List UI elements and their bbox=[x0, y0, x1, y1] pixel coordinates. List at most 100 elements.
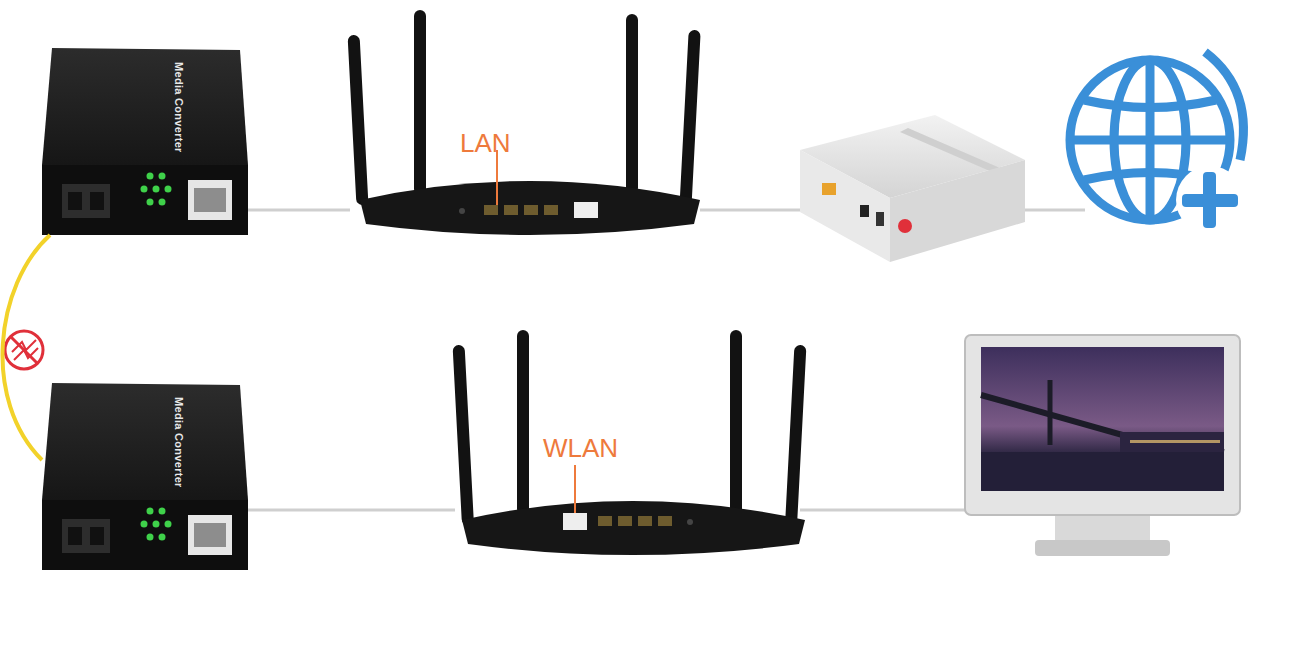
status-led bbox=[147, 199, 154, 206]
router-body bbox=[360, 181, 700, 235]
onu-front bbox=[800, 150, 890, 262]
rj45-socket bbox=[194, 188, 226, 212]
status-led bbox=[147, 534, 154, 541]
fiber-port bbox=[898, 219, 912, 233]
warning-circle bbox=[5, 331, 43, 369]
rj45-port bbox=[188, 180, 232, 220]
lan-port bbox=[544, 205, 558, 215]
lan-port bbox=[484, 205, 498, 215]
media-converter-box: Media Converter bbox=[42, 50, 248, 235]
media-converter bbox=[42, 383, 248, 570]
device-label: Media Converter bbox=[173, 397, 185, 488]
status-led bbox=[159, 173, 166, 180]
interference-symbol bbox=[5, 331, 43, 369]
rj45-port bbox=[188, 515, 232, 555]
status-led bbox=[165, 521, 172, 528]
status-led bbox=[153, 186, 160, 193]
lan-port bbox=[504, 205, 518, 215]
power-socket bbox=[459, 208, 465, 214]
status-led bbox=[153, 521, 160, 528]
port-label: WLAN bbox=[543, 435, 618, 461]
network-cable bbox=[800, 509, 968, 512]
status-led bbox=[141, 186, 148, 193]
antenna bbox=[785, 345, 806, 525]
antenna bbox=[730, 330, 742, 515]
city-lights bbox=[1130, 440, 1220, 443]
globe-swoosh bbox=[1205, 52, 1243, 160]
plus-sign bbox=[1203, 172, 1216, 228]
globe-parallel bbox=[1084, 100, 1216, 108]
status-led bbox=[165, 186, 172, 193]
router-box: LAN bbox=[350, 10, 705, 235]
monitor-frame bbox=[965, 335, 1240, 515]
network-cable bbox=[248, 509, 455, 512]
status-led bbox=[159, 508, 166, 515]
internet-globe bbox=[1070, 52, 1243, 220]
sfp-hole bbox=[90, 527, 104, 545]
onu-port bbox=[876, 212, 884, 226]
leader-line bbox=[496, 150, 498, 205]
antenna bbox=[414, 10, 426, 195]
router-box: WLAN bbox=[455, 330, 805, 555]
lan-port bbox=[598, 516, 612, 526]
lan-port bbox=[638, 516, 652, 526]
status-led bbox=[141, 521, 148, 528]
antenna bbox=[626, 14, 638, 194]
leader-line bbox=[574, 465, 576, 513]
signal-bolt bbox=[14, 348, 38, 360]
desktop-monitor bbox=[965, 335, 1240, 556]
sfp-port bbox=[62, 184, 110, 218]
monitor-base bbox=[1035, 540, 1170, 556]
lan-port bbox=[524, 205, 538, 215]
sfp-hole bbox=[68, 527, 82, 545]
wan-port bbox=[563, 513, 587, 530]
converter-top bbox=[42, 48, 248, 165]
status-led bbox=[159, 199, 166, 206]
onu-modem bbox=[800, 115, 1025, 262]
router-body bbox=[462, 501, 805, 555]
sfp-hole bbox=[90, 192, 104, 210]
bridge-tower bbox=[1048, 380, 1053, 445]
monitor-screen bbox=[981, 347, 1224, 491]
antenna bbox=[348, 35, 369, 205]
network-cable bbox=[700, 209, 805, 212]
status-led bbox=[159, 534, 166, 541]
plus-badge bbox=[1176, 166, 1244, 234]
onu-vent bbox=[900, 128, 1000, 172]
lan-port bbox=[618, 516, 632, 526]
status-led bbox=[147, 173, 154, 180]
port-label: LAN bbox=[460, 130, 511, 156]
onu-port bbox=[822, 183, 836, 195]
antenna bbox=[453, 345, 474, 525]
network-cable bbox=[1020, 209, 1085, 212]
device-label: Media Converter bbox=[173, 62, 185, 153]
sfp-hole bbox=[68, 192, 82, 210]
converter-front bbox=[42, 500, 248, 570]
antenna bbox=[517, 330, 529, 515]
status-led bbox=[147, 508, 154, 515]
onu-port bbox=[860, 205, 869, 217]
fiber-cable bbox=[3, 235, 50, 460]
media-converter-box: Media Converter bbox=[42, 385, 248, 570]
converter-top bbox=[42, 383, 248, 500]
skyline bbox=[1120, 432, 1224, 452]
bridge bbox=[981, 395, 1224, 452]
rj45-socket bbox=[194, 523, 226, 547]
network-cable bbox=[248, 209, 350, 212]
water bbox=[981, 452, 1224, 491]
media-converter bbox=[42, 48, 248, 235]
converter-front bbox=[42, 165, 248, 235]
lan-port bbox=[658, 516, 672, 526]
power-socket bbox=[687, 519, 693, 525]
wireless-router bbox=[348, 10, 701, 235]
antenna bbox=[680, 30, 701, 205]
wan-port bbox=[574, 202, 598, 218]
onu-side bbox=[890, 160, 1025, 262]
sfp-port bbox=[62, 519, 110, 553]
warning-slash bbox=[11, 337, 37, 363]
wireless-router bbox=[453, 330, 807, 555]
globe-parallel bbox=[1070, 136, 1230, 145]
